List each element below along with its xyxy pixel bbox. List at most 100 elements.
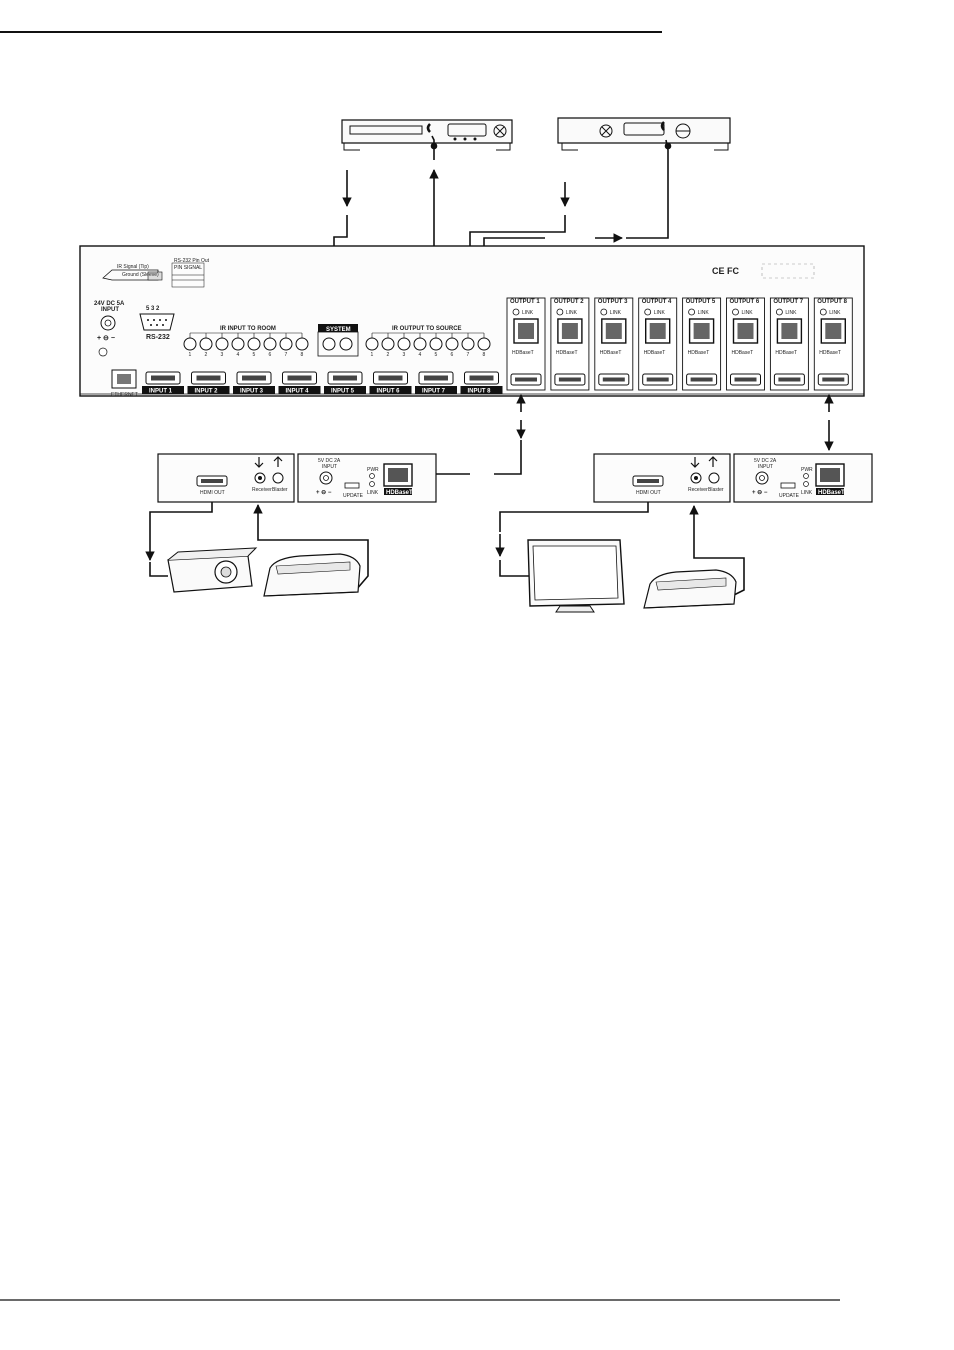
receiver-left-link-label: LINK — [367, 490, 379, 496]
ir-output-jack-1[interactable] — [365, 337, 379, 351]
output-label: OUTPUT 6 — [730, 299, 760, 305]
receiver-left-ir-receiver-label: Receiver — [252, 487, 272, 493]
ir-input-jack-6[interactable] — [263, 337, 277, 351]
hdmi-input-label: INPUT 3 — [240, 389, 264, 395]
rs232-pin-numbers: 5 3 2 — [146, 306, 160, 312]
ir-input-jack-4[interactable] — [231, 337, 245, 351]
source-device-2 — [557, 117, 731, 151]
output-label: OUTPUT 7 — [773, 299, 803, 305]
hdbaset-label: HDBaseT — [512, 350, 534, 356]
ir-output-jack-2[interactable] — [381, 337, 395, 351]
matrix-power-jack[interactable] — [100, 315, 116, 331]
ir-output-jack-6[interactable] — [445, 337, 459, 351]
rs232-label: RS-232 — [146, 334, 170, 341]
ir-receive-arrow-icon — [690, 457, 700, 468]
receiver-left-update-port[interactable] — [344, 482, 360, 489]
link-led — [600, 308, 608, 316]
receiver-right-power-jack[interactable] — [755, 471, 769, 485]
system-ir-jack-1[interactable] — [322, 337, 336, 351]
hdbaset-label: HDBaseT — [644, 350, 666, 356]
receiver-left: HDMI OUT Receiver Blaster 5V DC 2A INPUT… — [157, 453, 437, 503]
link-led — [556, 308, 564, 316]
ir-emitter-1 — [426, 123, 431, 133]
receiver-right-power-sub: INPUT — [758, 464, 773, 470]
ir-receive-arrow-icon — [254, 457, 264, 468]
cables-middle — [412, 394, 834, 475]
ir-output-jack-number: 4 — [419, 352, 422, 358]
ir-input-jack-2[interactable] — [199, 337, 213, 351]
ir-output-jack-3[interactable] — [397, 337, 411, 351]
receiver-left-power-jack[interactable] — [319, 471, 333, 485]
ir-blast-arrow-icon — [273, 456, 283, 467]
ir-output-jack-number: 6 — [451, 352, 454, 358]
hdmi-input-label: INPUT 8 — [468, 389, 492, 395]
serial-label-area — [761, 263, 815, 279]
rs232-port[interactable] — [139, 313, 175, 331]
matrix-power-label: 24V DC 5A — [94, 301, 125, 307]
ir-input-jack-number: 2 — [205, 352, 208, 358]
matrix-ground-screw — [98, 347, 108, 357]
system-label: SYSTEM — [326, 327, 351, 333]
ir-input-jack-number: 7 — [285, 352, 288, 358]
ir-input-jack-7[interactable] — [279, 337, 293, 351]
source-device-1 — [341, 119, 513, 151]
receiver-right-hdmi-label: HDMI OUT — [636, 490, 661, 496]
receiver-right-power-label: 5V DC 2A — [754, 458, 777, 464]
ir-emitter-2 — [660, 121, 665, 131]
ir-jack-sleeve-label: Ground (Sleeve) — [122, 272, 159, 278]
link-led — [512, 308, 520, 316]
ir-input-jack-1[interactable] — [183, 337, 197, 351]
ir-input-jack-number: 3 — [221, 352, 224, 358]
ir-input-jack-5[interactable] — [247, 337, 261, 351]
link-label: LINK — [522, 310, 534, 316]
hdbaset-label: HDBaseT — [600, 350, 622, 356]
svg-text:+ ⊖ −: + ⊖ − — [97, 335, 115, 342]
ir-receiver-eye-right — [643, 569, 737, 609]
cert-marks: CE FC — [712, 266, 740, 276]
output-label: OUTPUT 3 — [598, 299, 628, 305]
ir-output-jack-7[interactable] — [461, 337, 475, 351]
hdmi-input-label: INPUT 1 — [149, 389, 173, 395]
hdmi-input-label: INPUT 5 — [331, 389, 355, 395]
ir-input-jack-3[interactable] — [215, 337, 229, 351]
receiver-left-pwr-led — [369, 473, 375, 479]
receiver-left-ir-blaster-jack[interactable] — [272, 472, 284, 484]
system-ir-jack-2[interactable] — [339, 337, 353, 351]
link-led — [688, 308, 695, 316]
hdbaset-label: HDBaseT — [775, 350, 797, 356]
ir-input-jack-8[interactable] — [295, 337, 309, 351]
ir-output-jack-8[interactable] — [477, 337, 491, 351]
ir-output-jack-5[interactable] — [429, 337, 443, 351]
ir-output-jack-number: 8 — [483, 352, 486, 358]
hdbaset-label: HDBaseT — [819, 350, 841, 356]
ir-output-jack-4[interactable] — [413, 337, 427, 351]
receiver-left-hdbaset-label: HDBaseT — [386, 490, 413, 496]
ir-blast-arrow-icon — [708, 456, 718, 467]
ir-output-jack-number: 3 — [403, 352, 406, 358]
link-label: LINK — [742, 310, 754, 316]
receiver-right-link-label: LINK — [801, 490, 813, 496]
receiver-right-ir-blaster-jack[interactable] — [708, 472, 720, 484]
link-led — [819, 308, 827, 316]
receiver-right-link-led — [803, 481, 809, 487]
output-label: OUTPUT 8 — [817, 299, 847, 305]
receiver-right-pwr-led — [803, 473, 809, 479]
link-label: LINK — [829, 310, 841, 316]
link-led — [776, 308, 783, 316]
ir-input-jack-number: 4 — [237, 352, 240, 358]
hdbaset-label: HDBaseT — [556, 350, 578, 356]
ir-receiver-eye-left — [263, 553, 361, 597]
receiver-right-pwr-label: PWR — [801, 467, 813, 473]
receiver-left-power-sub: INPUT — [322, 464, 337, 470]
receiver-left-update-label: UPDATE — [343, 493, 364, 499]
ir-jack-tip-label: IR Signal (Tip) — [117, 264, 149, 270]
ir-output-label: IR OUTPUT TO SOURCE — [392, 326, 462, 332]
link-label: LINK — [610, 310, 622, 316]
ethernet-label: ETHERNET — [111, 392, 138, 398]
ir-input-jack-number: 5 — [253, 352, 256, 358]
output-label: OUTPUT 4 — [642, 299, 672, 305]
receiver-right-update-port[interactable] — [780, 482, 796, 489]
hdmi-input-label: INPUT 6 — [377, 389, 401, 395]
